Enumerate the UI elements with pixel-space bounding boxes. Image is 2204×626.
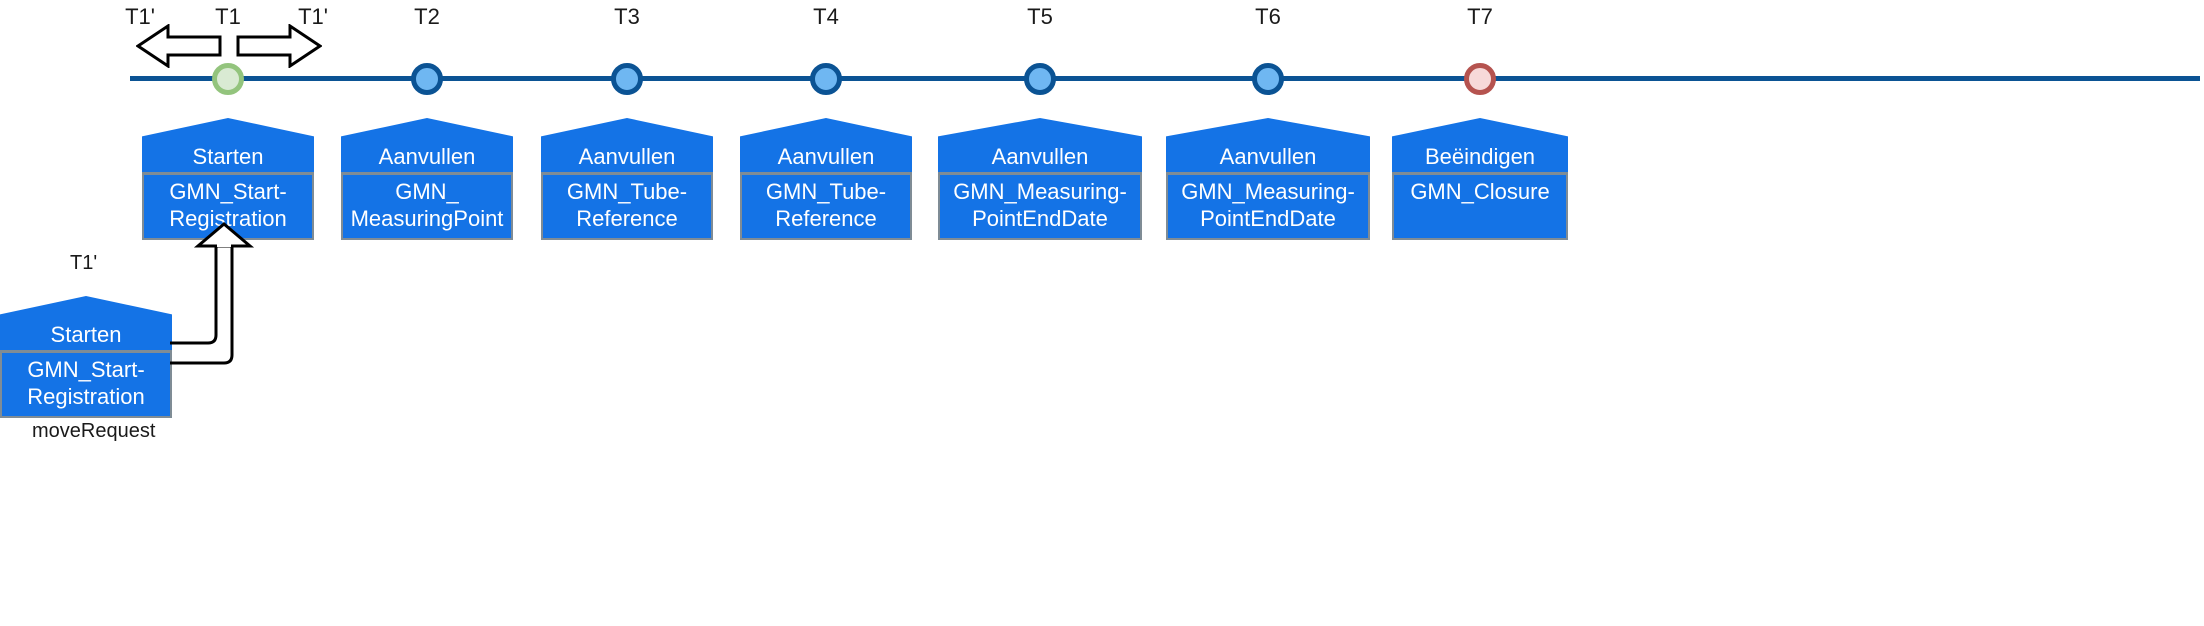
tick-label-t4: T4 bbox=[813, 4, 839, 29]
move-request-connector bbox=[170, 222, 290, 397]
event-node-body: GMN_Tube- Reference bbox=[740, 172, 912, 240]
event-node-head-label: Aanvullen bbox=[991, 144, 1089, 169]
milestone-circle-t4[interactable] bbox=[810, 63, 842, 95]
tick-label-t3: T3 bbox=[614, 4, 640, 29]
milestone-circle-t2[interactable] bbox=[411, 63, 443, 95]
event-node-body-label: GMN_Start- Registration bbox=[27, 357, 145, 409]
arrow-label-left-t1prime: T1' bbox=[125, 4, 155, 29]
tick-label-t7: T7 bbox=[1467, 4, 1493, 29]
event-node-head-label: Starten bbox=[50, 322, 122, 347]
milestone-circle-t3[interactable] bbox=[611, 63, 643, 95]
tick-label-t2: T2 bbox=[414, 4, 440, 29]
event-node-move-request[interactable]: Starten GMN_Start- Registration bbox=[0, 296, 172, 418]
event-node-t6[interactable]: Aanvullen … GMN_Measuring- PointEndDate bbox=[1166, 118, 1370, 240]
event-node-head: Aanvullen bbox=[740, 118, 912, 172]
overflow-ellipsis-icon: … bbox=[1096, 162, 1114, 179]
event-node-body: GMN_Measuring- PointEndDate bbox=[1166, 172, 1370, 240]
tick-label-t6: T6 bbox=[1255, 4, 1281, 29]
move-request-caption: moveRequest bbox=[32, 420, 156, 442]
event-node-head: Aanvullen bbox=[341, 118, 513, 172]
overflow-ellipsis-icon: … bbox=[1324, 162, 1342, 179]
milestone-circle-t1[interactable] bbox=[212, 63, 244, 95]
event-node-t2[interactable]: Aanvullen GMN_ MeasuringPoint bbox=[341, 118, 513, 240]
tick-label-t1: T1 bbox=[215, 4, 241, 29]
event-node-t5[interactable]: Aanvullen … GMN_Measuring- PointEndDate bbox=[938, 118, 1142, 240]
detached-node-tick-label: T1' bbox=[70, 252, 98, 274]
milestone-circle-t7[interactable] bbox=[1464, 63, 1496, 95]
event-node-head-label: Aanvullen bbox=[378, 144, 476, 169]
event-node-head: Aanvullen … bbox=[1166, 118, 1370, 172]
milestone-circle-t6[interactable] bbox=[1252, 63, 1284, 95]
event-node-body: GMN_ MeasuringPoint bbox=[341, 172, 513, 240]
left-block-arrow-icon bbox=[135, 23, 222, 73]
event-node-t3[interactable]: Aanvullen GMN_Tube- Reference bbox=[541, 118, 713, 240]
event-node-head-label: Beëindigen bbox=[1424, 144, 1536, 169]
event-node-head-label: Aanvullen bbox=[1219, 144, 1317, 169]
event-node-head: Aanvullen bbox=[541, 118, 713, 172]
event-node-body-label: GMN_Measuring- PointEndDate bbox=[953, 179, 1127, 231]
event-node-head-label: Starten bbox=[192, 144, 264, 169]
timeline-axis bbox=[130, 76, 2200, 81]
event-node-head-label: Aanvullen bbox=[777, 144, 875, 169]
arrow-label-right-t1prime: T1' bbox=[298, 4, 328, 29]
event-node-head: Beëindigen bbox=[1392, 118, 1568, 172]
event-node-body: GMN_Measuring- PointEndDate bbox=[938, 172, 1142, 240]
tick-label-t5: T5 bbox=[1027, 4, 1053, 29]
event-node-t7[interactable]: Beëindigen GMN_Closure bbox=[1392, 118, 1568, 240]
event-node-body-label: GMN_ MeasuringPoint bbox=[350, 179, 504, 231]
event-node-body: GMN_Closure bbox=[1392, 172, 1568, 240]
milestone-circle-t5[interactable] bbox=[1024, 63, 1056, 95]
event-node-head: Starten bbox=[0, 296, 172, 350]
event-node-t4[interactable]: Aanvullen GMN_Tube- Reference bbox=[740, 118, 912, 240]
event-node-body-label: GMN_Closure bbox=[1410, 179, 1550, 204]
event-node-body-label: GMN_Tube- Reference bbox=[765, 179, 887, 231]
event-node-body-label: GMN_Tube- Reference bbox=[566, 179, 688, 231]
event-node-body: GMN_Start- Registration bbox=[0, 350, 172, 418]
event-node-head: Starten bbox=[142, 118, 314, 172]
event-node-head: Aanvullen … bbox=[938, 118, 1142, 172]
right-block-arrow-icon bbox=[236, 23, 323, 73]
event-node-head-label: Aanvullen bbox=[578, 144, 676, 169]
event-node-body-label: GMN_Measuring- PointEndDate bbox=[1181, 179, 1355, 231]
event-node-body: GMN_Tube- Reference bbox=[541, 172, 713, 240]
